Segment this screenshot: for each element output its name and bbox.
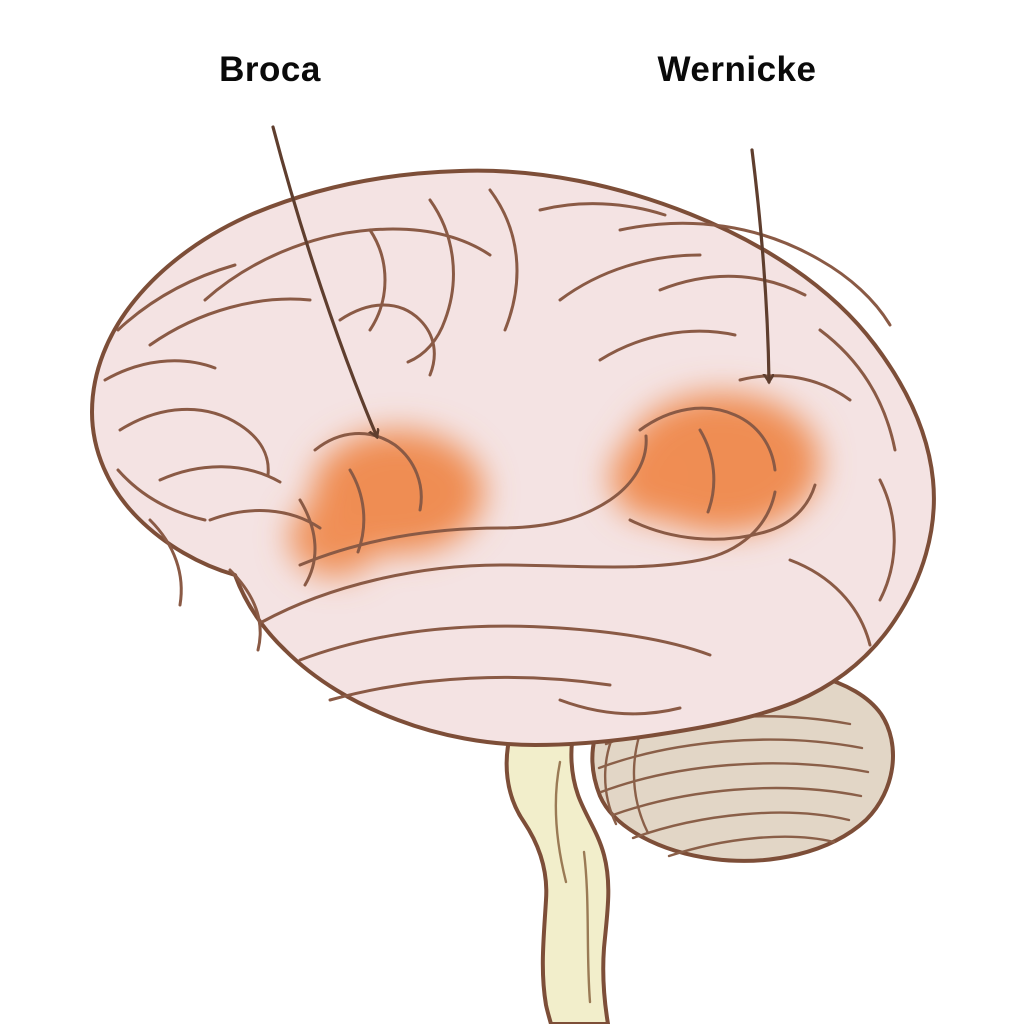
wernicke-arrow	[750, 148, 769, 382]
pointer-arrows	[271, 125, 769, 437]
wernicke-label: Wernicke	[657, 50, 817, 89]
cerebrum	[90, 168, 936, 747]
broca-label: Broca	[219, 50, 321, 89]
wernicke-area-highlight	[610, 393, 820, 533]
broca-arrow	[271, 125, 377, 437]
brain-stem-lines	[554, 760, 592, 1004]
broca-area-highlight	[289, 430, 484, 577]
wernicke-area-blob-lower	[610, 436, 700, 520]
broca-area-blob-lower	[289, 497, 381, 577]
cortical-folds	[103, 188, 897, 716]
